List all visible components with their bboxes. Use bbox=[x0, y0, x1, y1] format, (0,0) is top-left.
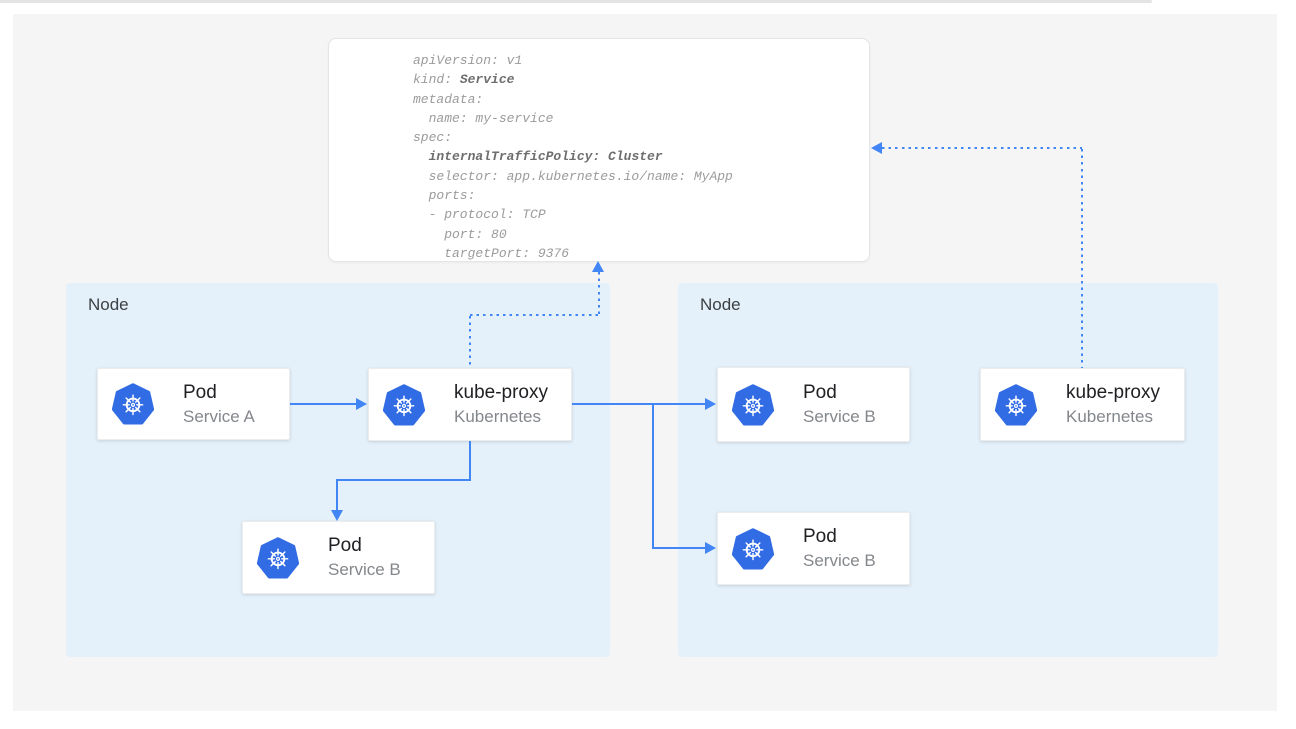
kubernetes-icon bbox=[732, 383, 774, 425]
card-title: Pod bbox=[328, 535, 362, 556]
node-right: Node bbox=[678, 283, 1218, 657]
dotted-right-horizontal bbox=[882, 147, 1082, 149]
service-manifest-panel: apiVersion: v1 kind: Service metadata: n… bbox=[328, 38, 870, 262]
arrowhead-pod-a-to-kube-proxy bbox=[356, 397, 367, 410]
card-subtitle: Kubernetes bbox=[1066, 407, 1153, 426]
dotted-left-horizontal bbox=[470, 314, 600, 316]
kubernetes-icon bbox=[257, 536, 299, 578]
arrowhead-right-pod-bottom bbox=[705, 541, 716, 554]
arrow-branch-to-right-pod-bottom bbox=[652, 547, 706, 549]
kubernetes-icon bbox=[995, 383, 1037, 425]
code-line-name: name: my-service bbox=[413, 110, 554, 126]
arrow-pod-a-to-kube-proxy bbox=[290, 403, 357, 405]
code-line-selector: selector: app.kubernetes.io/name: MyApp bbox=[413, 168, 733, 184]
dotted-left-to-manifest bbox=[598, 272, 600, 315]
kubernetes-icon bbox=[732, 527, 774, 569]
arrowhead-manifest-right bbox=[871, 141, 882, 154]
dotted-left-kube-proxy-up bbox=[469, 316, 471, 368]
kubernetes-icon bbox=[112, 383, 154, 425]
arrowhead-manifest-bottom bbox=[592, 261, 604, 272]
node-right-label: Node bbox=[700, 295, 741, 314]
code-line-metadata: metadata: bbox=[413, 91, 484, 107]
dotted-right-kube-proxy-up bbox=[1081, 149, 1083, 368]
code-line-port: port: 80 bbox=[413, 226, 507, 242]
code-kind-value: Service bbox=[459, 72, 515, 88]
code-line-apiversion: apiVersion: v1 bbox=[413, 53, 523, 68]
card-title: Pod bbox=[803, 526, 837, 547]
arrow-branch-vertical bbox=[652, 404, 654, 548]
code-line-spec: spec: bbox=[413, 130, 453, 146]
card-subtitle: Service B bbox=[803, 551, 876, 570]
card-subtitle: Service B bbox=[803, 407, 876, 426]
arrowhead-left-pod-b bbox=[330, 510, 343, 521]
card-kube-proxy-left: kube-proxy Kubernetes bbox=[368, 368, 572, 441]
code-line-targetport: targetPort: 9376 bbox=[413, 245, 570, 261]
card-subtitle: Service A bbox=[183, 406, 255, 426]
node-left-label: Node bbox=[88, 295, 129, 314]
card-pod-service-b-right-top: Pod Service B bbox=[717, 367, 910, 442]
arrow-kube-proxy-down bbox=[469, 441, 471, 481]
arrow-to-left-pod-b bbox=[336, 479, 338, 512]
top-divider-rule bbox=[0, 0, 1152, 3]
card-title: kube-proxy bbox=[1066, 382, 1160, 403]
card-pod-service-b-right-bottom: Pod Service B bbox=[717, 512, 910, 585]
card-pod-service-a: Pod Service A bbox=[97, 368, 290, 440]
code-line-ports: ports: bbox=[413, 188, 476, 204]
card-title: Pod bbox=[803, 382, 837, 403]
card-pod-service-b-left: Pod Service B bbox=[242, 521, 435, 594]
arrow-kube-proxy-to-right-pod-top bbox=[572, 403, 706, 405]
card-subtitle: Kubernetes bbox=[454, 407, 541, 426]
code-line-kind: kind: Service bbox=[413, 72, 515, 88]
card-title: Pod bbox=[183, 381, 217, 403]
code-policy-value: internalTrafficPolicy: Cluster bbox=[428, 149, 663, 165]
code-line-protocol: - protocol: TCP bbox=[413, 207, 546, 223]
arrow-kube-proxy-elbow bbox=[336, 479, 471, 481]
card-kube-proxy-right: kube-proxy Kubernetes bbox=[980, 368, 1185, 441]
arrowhead-right-pod-top bbox=[705, 397, 716, 410]
card-subtitle: Service B bbox=[328, 560, 401, 579]
card-title: kube-proxy bbox=[454, 382, 548, 403]
kubernetes-icon bbox=[383, 383, 425, 425]
code-line-internal-traffic-policy: internalTrafficPolicy: Cluster bbox=[413, 147, 869, 166]
node-left: Node bbox=[66, 283, 610, 657]
